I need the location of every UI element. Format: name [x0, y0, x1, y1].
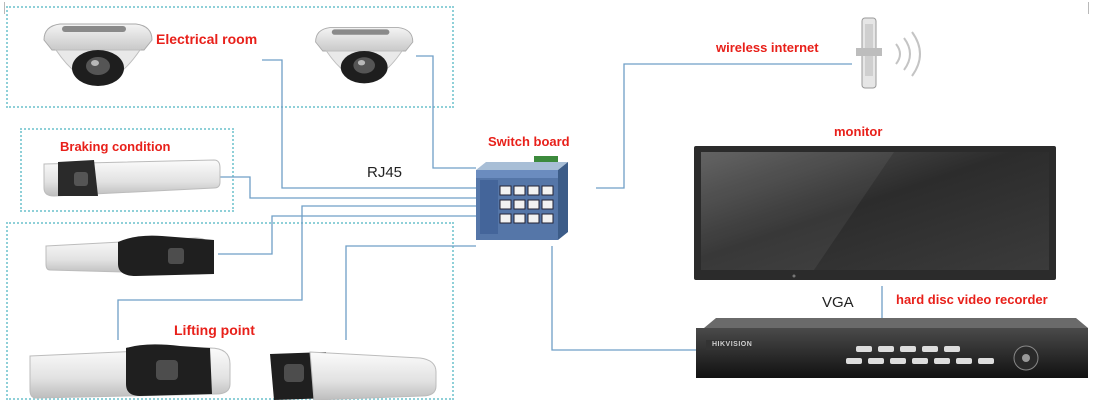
corner-mark-left [4, 2, 13, 14]
electrical-room-zone [6, 6, 454, 108]
braking-condition-zone [20, 128, 234, 212]
cabling [117, 55, 883, 351]
vga-label: VGA [822, 294, 854, 311]
lifting-point-label: Lifting point [174, 322, 255, 338]
electrical-room-label: Electrical room [156, 31, 258, 47]
lifting-point-zone [6, 222, 454, 400]
wire-dome-2 [416, 55, 476, 169]
wire-dome-1 [262, 59, 476, 189]
recorder-brand-text: HIKVISION [712, 341, 753, 348]
hard-disc-video-recorder-label: hard disc video recorder [896, 292, 1048, 307]
monitor-label: monitor [834, 124, 883, 139]
bullet-camera-icon [29, 344, 231, 399]
wireless-internet-label: wireless internet [716, 40, 819, 55]
bullet-camera-icon [45, 235, 214, 276]
wire-bullet-2 [218, 215, 476, 255]
ethernet-switch-icon [476, 156, 568, 240]
wire-lifting-1 [117, 205, 476, 340]
switch-board-label: Switch board [488, 134, 570, 149]
wireless-antenna-icon [856, 17, 921, 89]
bullet-camera-icon [270, 351, 437, 400]
wire-recorder [551, 246, 698, 351]
rj45-label: RJ45 [367, 164, 403, 181]
dome-camera-icon [43, 23, 153, 86]
wire-braking [214, 176, 476, 199]
wire-wireless [596, 63, 852, 189]
video-recorder-icon [696, 318, 1088, 378]
dome-camera-icon [315, 27, 414, 84]
braking-condition-label: Braking condition [60, 139, 171, 154]
monitor-icon [694, 146, 1056, 280]
wire-lifting-2 [345, 245, 476, 340]
bullet-camera-icon [43, 159, 221, 197]
corner-mark-right [1088, 2, 1097, 14]
